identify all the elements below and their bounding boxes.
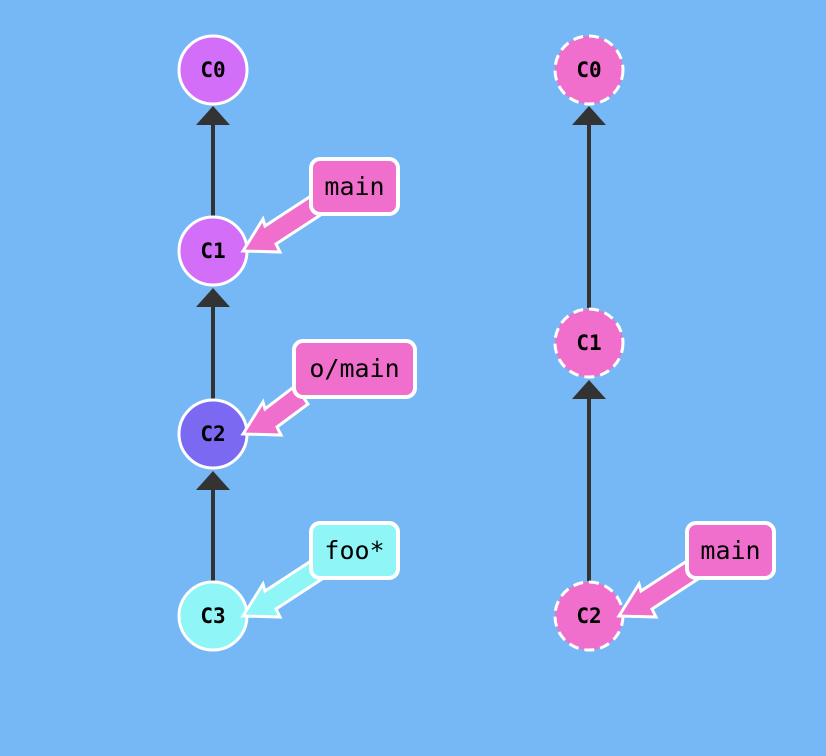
local-repo: C0 C1 C2 C3 main o/main foo*: [177, 34, 417, 652]
branch-main-label: main: [324, 172, 384, 201]
branch-o-main-label: o/main: [309, 354, 399, 383]
remote-commit-c1[interactable]: C1: [553, 307, 625, 379]
commit-c0-label: C0: [200, 58, 225, 82]
commit-c1-label: C1: [200, 239, 225, 263]
edge-c3-c2: [196, 471, 230, 581]
branch-foo[interactable]: foo*: [240, 521, 400, 619]
remote-branch-main-label: main: [700, 536, 760, 565]
remote-branch-main[interactable]: main: [616, 521, 776, 619]
commit-c2[interactable]: C2: [177, 398, 249, 470]
commit-c3[interactable]: C3: [177, 580, 249, 652]
remote-commit-c1-label: C1: [576, 331, 601, 355]
edge-remote-c2-c1: [572, 380, 606, 581]
edge-c2-c1: [196, 288, 230, 399]
branch-o-main[interactable]: o/main: [240, 339, 417, 437]
remote-repo: C0 C1 C2 main: [553, 34, 776, 652]
commit-c1[interactable]: C1: [177, 215, 249, 287]
edge-c1-c0: [196, 106, 230, 216]
remote-commit-c0[interactable]: C0: [553, 34, 625, 106]
commit-c2-label: C2: [200, 422, 225, 446]
edge-remote-c1-c0: [572, 106, 606, 308]
branch-foo-label: foo*: [324, 536, 384, 565]
branch-main[interactable]: main: [240, 157, 400, 254]
remote-commit-c2-label: C2: [576, 604, 601, 628]
remote-commit-c2[interactable]: C2: [553, 580, 625, 652]
remote-commit-c0-label: C0: [576, 58, 601, 82]
commit-c0[interactable]: C0: [177, 34, 249, 106]
commit-c3-label: C3: [200, 604, 225, 628]
